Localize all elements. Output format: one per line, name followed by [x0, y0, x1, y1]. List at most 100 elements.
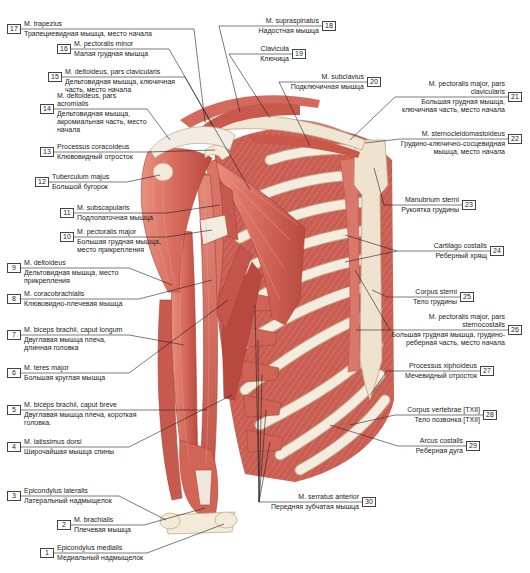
callout-number-text: 27	[483, 367, 491, 374]
callout-number: 29	[466, 441, 480, 451]
leader-line	[21, 29, 205, 122]
callout-number: 6	[7, 368, 21, 378]
russian-term: Реберный хрящ	[397, 252, 487, 260]
muscle-digitation	[241, 360, 279, 382]
latin-term: M. deltoideus	[24, 259, 129, 267]
russian-term: Медиальный надмыщелок	[57, 554, 147, 562]
callout-number-text: 17	[10, 25, 18, 32]
latin-term: Cartilago costalis	[397, 242, 487, 250]
latin-term: M. biceps brachii, caput longum	[24, 326, 129, 334]
pectoralis-major-insertion	[200, 215, 228, 245]
callout-number-text: 12	[38, 178, 46, 185]
callout-number-text: 5	[12, 406, 16, 413]
leader-line	[54, 150, 215, 152]
callout-number: 3	[7, 491, 21, 501]
leader-line	[74, 205, 220, 213]
callout-number: 11	[60, 208, 74, 218]
leader-line	[374, 168, 462, 205]
latin-term: M. subclavius	[279, 73, 364, 81]
leader-line	[21, 268, 172, 285]
callout-number: 16	[57, 44, 71, 54]
sternum	[354, 140, 388, 400]
russian-term: Ключица	[229, 55, 289, 63]
russian-term: Мечевидный отросток	[387, 372, 477, 380]
callout-number-text: 24	[493, 247, 501, 254]
callout-number-text: 18	[325, 22, 333, 29]
callout-number-text: 21	[511, 93, 519, 100]
latin-term: Manubrium sterni	[384, 196, 459, 204]
russian-term: Двуглавая мышца плеча, короткая головка.	[24, 411, 139, 427]
muscle-digitation	[247, 430, 283, 452]
latin-term: M. pectoralis major, pars clavicularis	[395, 80, 505, 96]
callout-number: 19	[292, 49, 306, 59]
thorax-wall	[212, 127, 394, 482]
callout-number-text: 26	[511, 326, 519, 333]
russian-term: Клювовидный отросток	[57, 153, 147, 161]
callout-number: 4	[7, 442, 21, 452]
russian-term: Дельтовидная мышца, акромиальная часть, …	[57, 110, 147, 134]
russian-term: Латеральный надмыщелок	[24, 497, 119, 505]
latin-term: M. pectoralis minor	[74, 40, 169, 48]
russian-term: Широчайшая мышца спины	[24, 448, 129, 456]
brachialis	[180, 440, 218, 515]
leader-line	[54, 524, 224, 553]
leader-line	[350, 97, 508, 140]
latin-term: M. pectoralis major, pars sternocostalis	[390, 313, 505, 329]
rib	[280, 375, 380, 455]
leader-line	[54, 109, 170, 140]
callout-number-text: 7	[12, 331, 16, 338]
callout-number: 15	[48, 72, 62, 82]
muscle-digitation	[244, 395, 281, 417]
callout-number: 30	[362, 497, 376, 507]
callout-number: 27	[480, 366, 494, 376]
callout-number-text: 28	[486, 411, 494, 418]
leader-line	[350, 415, 483, 425]
rib	[300, 400, 385, 470]
russian-term: Большая грудная мышца, грудино-реберная …	[390, 331, 505, 347]
russian-term: Большая круглая мышца	[24, 374, 129, 382]
russian-term: Тело грудины	[387, 298, 457, 306]
callout-number-text: 6	[12, 369, 16, 376]
leader-line	[71, 508, 205, 525]
muscle-origin	[340, 158, 360, 372]
callout-number: 12	[35, 177, 49, 187]
latin-term: Tuberculum majus	[52, 173, 127, 181]
russian-term: Клювовидно-плечевая мышца	[24, 300, 139, 308]
latin-term: Corpus sterni	[387, 288, 457, 296]
callout-number: 24	[490, 246, 504, 256]
callout-number: 7	[7, 330, 21, 340]
latin-term: M. deltoideus, pars clavicularis	[65, 68, 185, 76]
biceps-tendon	[195, 470, 212, 505]
callout-number-text: 9	[12, 264, 16, 271]
leader-line	[21, 410, 207, 411]
callout-number-text: 14	[43, 105, 51, 112]
callout-number: 18	[322, 21, 336, 31]
callout-number-text: 30	[365, 498, 373, 505]
latin-term: M. supraspinatus	[219, 17, 319, 25]
russian-term: Плечевая мышца	[74, 526, 144, 534]
leader-line	[345, 235, 490, 262]
callout-number: 17	[7, 24, 21, 34]
coracoid-process	[205, 145, 230, 160]
latin-term: M. latissimus dorsi	[24, 438, 129, 446]
callout-number-text: 8	[12, 295, 16, 302]
leader-lines	[21, 26, 508, 553]
arm	[141, 148, 262, 515]
russian-term: Малая грудная мышца	[74, 50, 169, 58]
latin-term: M. pectoralis major	[77, 228, 167, 236]
callout-number: 5	[7, 405, 21, 415]
russian-term: Подключичная мышца	[279, 83, 364, 91]
latin-term: M. teres major	[24, 364, 129, 372]
callout-number: 21	[508, 92, 522, 102]
latin-term: Clavicula	[229, 45, 289, 53]
russian-term: Большая грудная мышца, ключичная часть, …	[395, 98, 505, 114]
latin-term: M. coracobrachialis	[24, 290, 139, 298]
callout-number: 13	[40, 147, 54, 157]
callout-number-text: 10	[63, 233, 71, 240]
callout-number: 23	[462, 200, 476, 210]
lateral-epicondyle	[160, 513, 180, 529]
russian-term: Дельтовидная мышца, место прикрепления	[24, 269, 129, 285]
bone	[354, 140, 388, 400]
callout-number: 8	[7, 294, 21, 304]
